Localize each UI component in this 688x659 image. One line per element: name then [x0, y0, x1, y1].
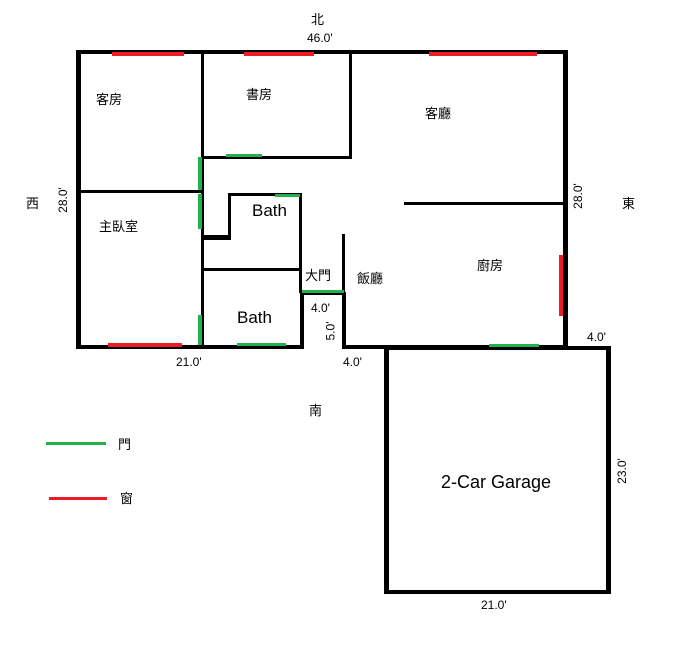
wall-guest-master-divider	[76, 190, 204, 193]
dimension-garage-width: 21.0'	[481, 598, 507, 612]
window-guest-room	[112, 52, 184, 56]
room-label-bath-lower: Bath	[237, 308, 272, 327]
wall-entry-right	[342, 292, 346, 349]
wall-bath-divider	[201, 268, 301, 271]
wall-dining-partial	[342, 234, 345, 294]
compass-west: 西	[26, 196, 40, 211]
room-label-living-room: 客廳	[425, 106, 452, 121]
dimension-left-height: 28.0'	[55, 187, 70, 213]
door-main-entrance	[302, 290, 344, 293]
legend-door-label: 門	[118, 437, 132, 452]
door-bath-upper	[275, 194, 300, 197]
compass-north: 北	[311, 12, 325, 27]
room-label-garage: 2-Car Garage	[441, 472, 552, 492]
wall-kitchen-north	[404, 202, 566, 205]
wall-entry-top	[300, 292, 346, 295]
room-label-kitchen: 廚房	[477, 258, 504, 273]
room-label-bath-upper: Bath	[252, 201, 287, 220]
window-master-bedroom	[108, 343, 182, 347]
room-label-guest-room: 客房	[96, 92, 123, 107]
wall-bath-upper-west	[228, 193, 231, 239]
wall-guest-study-divider	[201, 50, 204, 349]
compass-east: 東	[622, 196, 636, 211]
window-kitchen	[559, 255, 563, 316]
wall-east	[563, 50, 568, 349]
window-living-room	[429, 52, 537, 56]
dimension-top-width: 46.0'	[307, 31, 333, 45]
door-bath-lower	[237, 343, 286, 346]
wall-west	[76, 50, 81, 349]
wall-bath-closet	[201, 235, 231, 240]
dimension-entry-offset: 4.0'	[343, 355, 362, 369]
legend-window-label: 窗	[120, 491, 134, 506]
wall-study-south	[201, 156, 352, 159]
garage-wall-north	[384, 346, 610, 350]
door-guest-room	[198, 157, 202, 190]
dimension-right-height: 28.0'	[570, 183, 585, 209]
door-study	[226, 154, 262, 157]
dimension-bottom-left-width: 21.0'	[176, 355, 202, 369]
wall-entry-left	[300, 292, 304, 349]
dimension-garage-offset: 4.0'	[587, 330, 606, 344]
window-study	[244, 52, 314, 56]
legend-door-swatch	[46, 442, 106, 445]
wall-north	[76, 50, 568, 54]
wall-bath-upper-east	[299, 193, 302, 293]
garage-wall-west	[384, 346, 389, 594]
door-kitchen-garage	[489, 344, 539, 347]
wall-south-left	[76, 345, 303, 349]
room-label-main-entrance: 大門	[305, 268, 332, 283]
wall-study-east	[349, 50, 352, 159]
garage-wall-east	[606, 346, 611, 594]
dimension-entry-depth: 5.0'	[323, 321, 338, 341]
legend-window-swatch	[49, 497, 107, 500]
garage-wall-south	[384, 590, 611, 594]
compass-south: 南	[309, 403, 323, 418]
dimension-entry-width: 4.0'	[311, 301, 330, 315]
room-label-master-bedroom: 主臥室	[99, 219, 139, 234]
room-label-dining-room: 飯廳	[357, 271, 384, 286]
door-master-bedroom	[198, 194, 202, 229]
wall-bath-upper-north	[228, 193, 302, 196]
door-master-closet	[198, 315, 202, 345]
dimension-garage-height: 23.0'	[614, 458, 629, 484]
room-label-study: 書房	[246, 87, 273, 102]
